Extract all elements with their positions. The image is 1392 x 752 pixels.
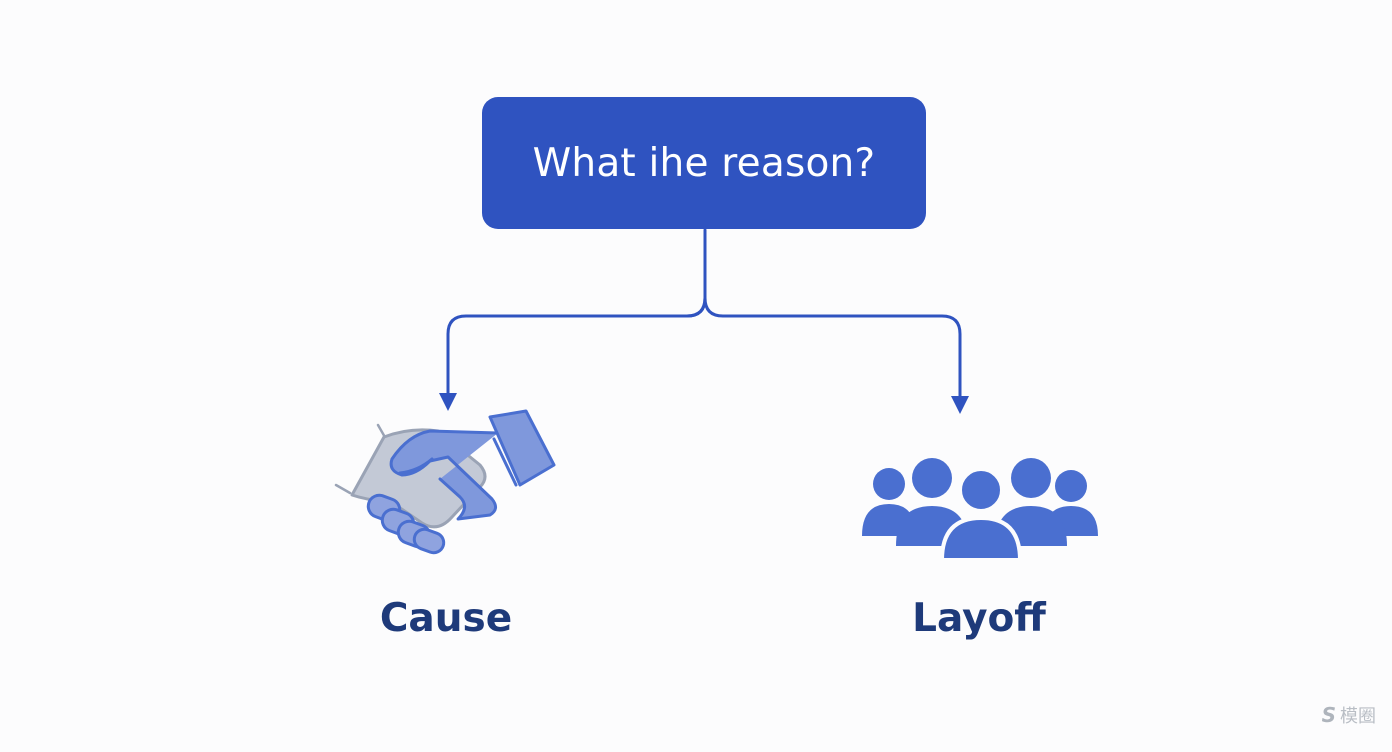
arrowhead-right <box>951 396 969 414</box>
group-people-icon <box>862 458 1098 562</box>
connector-left <box>446 296 707 397</box>
watermark-logo-icon: S <box>1321 703 1336 727</box>
question-text: What ihe reason? <box>532 140 876 186</box>
arrowhead-left <box>439 393 457 411</box>
connector-trunk <box>685 228 707 318</box>
branch-label-cause: Cause <box>379 596 513 641</box>
watermark: S 模圈 <box>1322 702 1376 728</box>
question-box: What ihe reason? <box>482 97 926 229</box>
watermark-text: 模圈 <box>1340 706 1376 727</box>
branch-label-layoff: Layoff <box>912 596 1046 641</box>
connector-right <box>703 296 962 400</box>
handshake-icon <box>334 409 556 555</box>
